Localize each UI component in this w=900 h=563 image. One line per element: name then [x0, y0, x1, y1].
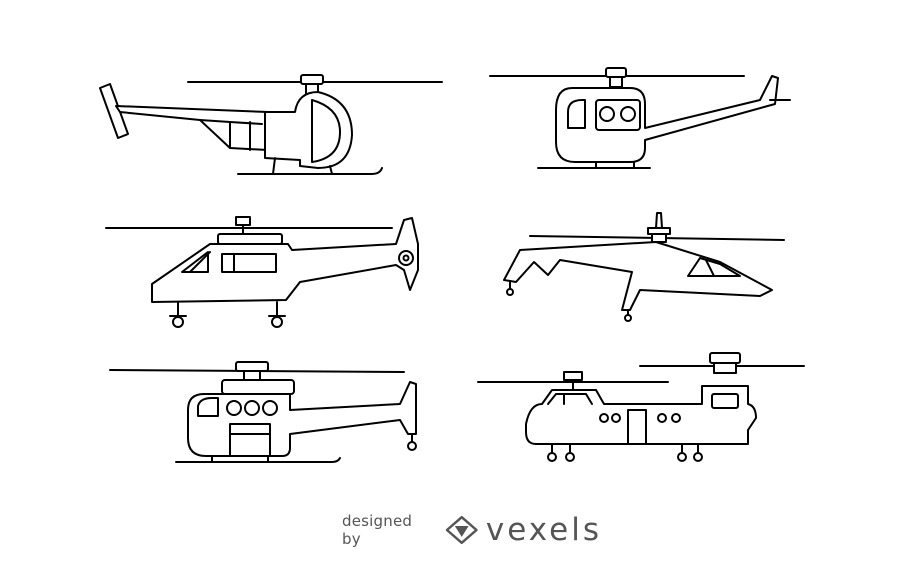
vexels-brand-name: vexels	[485, 512, 602, 548]
helicopter-rounded-icon	[489, 67, 791, 169]
helicopter-attack-icon	[503, 212, 785, 322]
designed-by-text: designed by	[342, 512, 413, 548]
vexels-watermark: designed by vexels	[342, 512, 602, 548]
helicopter-tandem-icon	[477, 352, 805, 462]
helicopter-light-icon	[99, 74, 443, 175]
vexels-diamond-logo-icon	[446, 515, 479, 545]
helicopter-wheeled-icon	[105, 216, 419, 328]
helicopter-transport-icon	[109, 361, 417, 463]
